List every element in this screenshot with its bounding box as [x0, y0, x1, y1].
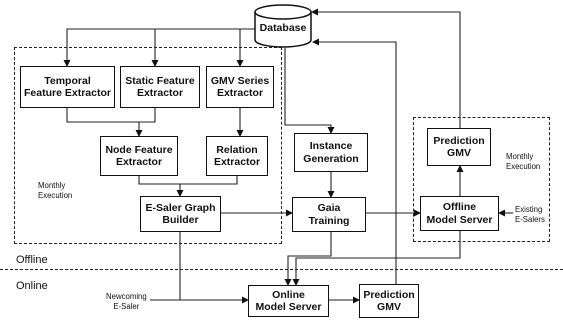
graph-builder-box: E-Saler Graph Builder	[140, 196, 221, 232]
offline-zone-label: Offline	[16, 254, 48, 266]
database-cylinder	[254, 4, 312, 48]
offline-model-server-box: Offline Model Server	[420, 196, 499, 231]
monthly-execution-note-left: Monthly Execution	[38, 181, 73, 201]
edge-temporal-to-node	[66, 108, 156, 123]
edge-gaia-to-online-server	[284, 232, 332, 286]
instance-generation-box: Instance Generation	[294, 133, 368, 172]
existing-esalers-note: Existing E-Salers	[515, 205, 545, 225]
online-zone-label: Online	[16, 280, 48, 292]
database-label: Database	[259, 22, 307, 34]
edge-builder-to-online-server	[179, 232, 249, 304]
prediction-gmv-offline-box: Prediction GMV	[427, 128, 491, 166]
edge-prediction-offline-to-db	[311, 8, 461, 128]
prediction-gmv-online-box: Prediction GMV	[359, 284, 419, 318]
edge-offline-server-to-online-server	[292, 231, 461, 286]
offline-online-divider	[0, 269, 563, 270]
monthly-execution-region-left	[14, 47, 282, 244]
edge-db-to-instance	[284, 48, 335, 134]
edge-prediction-online-to-db	[312, 38, 397, 284]
edge-node-to-builder	[138, 176, 180, 185]
edge-relation-to-builder	[176, 176, 238, 197]
monthly-execution-note-right: Monthly Execution	[506, 152, 541, 172]
monthly-execution-region-right	[413, 117, 550, 242]
gaia-training-box: Gaia Training	[292, 197, 366, 232]
gmv-series-extractor-box: GMV Series Extractor	[206, 66, 274, 108]
edge-db-to-extractors	[63, 28, 255, 67]
static-feature-extractor-box: Static Feature Extractor	[120, 66, 200, 108]
temporal-feature-extractor-box: Temporal Feature Extractor	[20, 66, 115, 108]
relation-extractor-box: Relation Extractor	[206, 136, 268, 176]
newcoming-esaler-note: Newcoming E-Saler	[106, 292, 147, 312]
node-feature-extractor-box: Node Feature Extractor	[100, 136, 178, 176]
online-model-server-box: Online Model Server	[248, 285, 329, 317]
